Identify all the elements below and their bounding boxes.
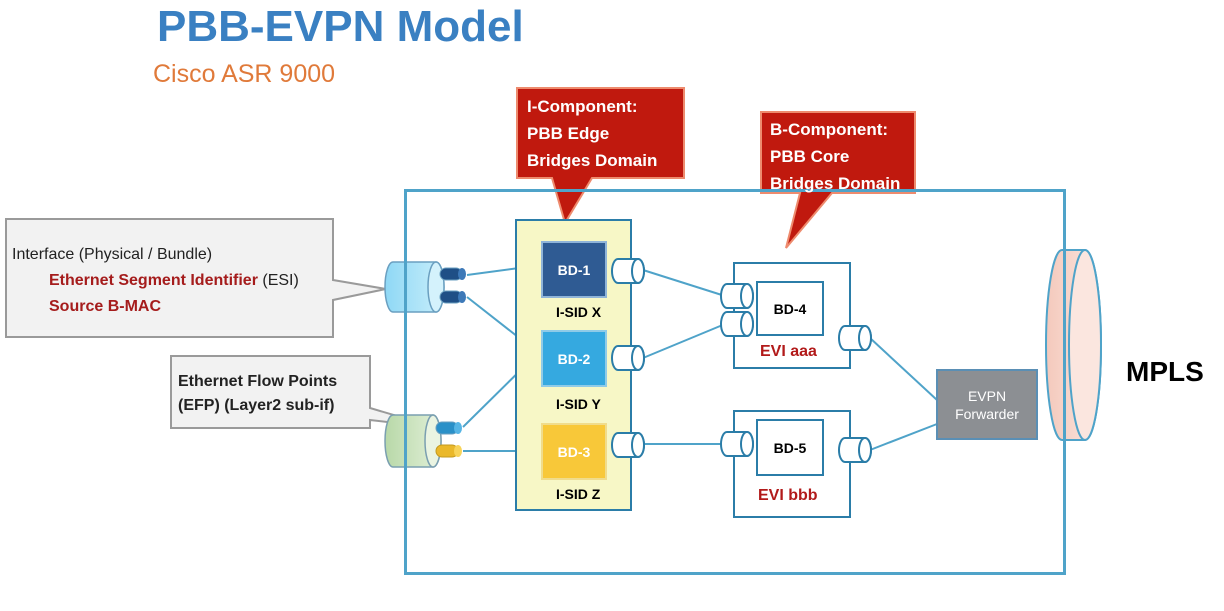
i-component-text: I-Component: PBB Edge Bridges Domain [527,93,657,174]
page-subtitle: Cisco ASR 9000 [153,60,336,88]
bd-4: BD-4 [756,281,824,336]
efp-callout-text: Ethernet Flow Points (EFP) (Layer2 sub-i… [178,370,337,418]
bd-2: BD-2 [541,330,607,387]
bd-5: BD-5 [756,419,824,476]
page-title: PBB-EVPN Model [157,2,524,51]
bundle-interface-cylinder [384,414,462,468]
interface-line2: Ethernet Segment Identifier (ESI) [12,268,299,294]
i-component-title: I-Component: [527,97,638,116]
b-component-line2: PBB Core [770,147,850,166]
i-component-line3: Bridges Domain [527,151,658,170]
evpn-forwarder: EVPN Forwarder [936,369,1038,440]
pbb-evpn-frame [404,189,1066,575]
interface-line3: Source B-MAC [49,298,162,315]
evpn-forwarder-line1: EVPN [967,387,1007,404]
b-component-callout [760,111,916,249]
i-component-line2: PBB Edge [527,124,610,143]
evi-bbb-label: EVI bbb [758,487,818,504]
bd-1: BD-1 [541,241,607,298]
esi-abbrev: (ESI) [257,272,299,289]
interface-callout [5,218,387,338]
b-component-text: B-Component: PBB Core Bridges Domain [770,116,900,197]
evi-aaa-label: EVI aaa [760,343,817,360]
isid-y-label: I-SID Y [556,396,601,412]
esi-label: Ethernet Segment Identifier [49,272,258,289]
physical-interface-cylinder [384,261,466,313]
b-component-line3: Bridges Domain [770,174,901,193]
mpls-label: MPLS [1126,356,1204,387]
bd-3: BD-3 [541,423,607,480]
b-component-title: B-Component: [770,120,889,139]
interface-line1: Interface (Physical / Bundle) [12,246,213,263]
efp-line1: Ethernet Flow Points [178,373,338,390]
isid-z-label: I-SID Z [556,486,601,502]
interface-callout-text: Interface (Physical / Bundle) Ethernet S… [12,242,299,320]
efp-line2: (EFP) (Layer2 sub-if) [178,397,335,414]
evpn-forwarder-line2: Forwarder [955,405,1019,422]
isid-x-label: I-SID X [556,304,602,320]
mpls-cylinder [1045,249,1102,441]
